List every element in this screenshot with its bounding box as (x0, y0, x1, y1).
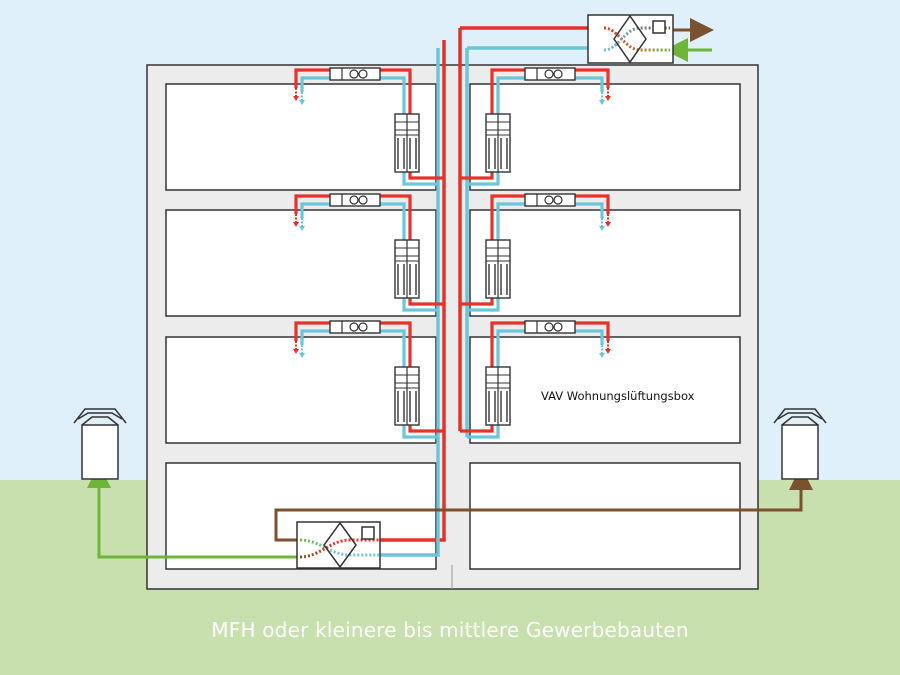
diagram-caption: MFH oder kleinere bis mittlere Gewerbeba… (211, 618, 689, 642)
heat-recovery-unit-icon (296, 521, 381, 569)
vav-box-icon (485, 113, 511, 173)
apartment-right-4 (469, 462, 741, 570)
riser-extract-left (380, 48, 440, 557)
outdoor-air-duct (87, 464, 297, 559)
air-terminal-icon (605, 214, 611, 227)
riser-supply-left (380, 40, 446, 542)
riser-supply-right (458, 26, 592, 431)
vav-box-icon (524, 67, 576, 81)
apartment-right-1 (469, 83, 741, 191)
vav-box-icon (485, 366, 511, 426)
apartment-right-2 (469, 209, 741, 317)
air-terminal-icon (605, 88, 611, 101)
vav-box-icon (394, 239, 420, 299)
vav-box-icon (329, 320, 381, 334)
vav-box-icon (485, 239, 511, 299)
floor-branches (293, 67, 611, 439)
apartment-right-3 (469, 336, 741, 444)
air-terminal-icon (599, 218, 605, 231)
vav-box-icon (394, 113, 420, 173)
air-terminal-icon (293, 88, 299, 101)
main-risers (380, 26, 592, 557)
air-intake-tower-icon (73, 408, 127, 480)
vav-box-icon (524, 193, 576, 207)
riser-extract-right (465, 46, 592, 437)
vav-box-icon (524, 320, 576, 334)
air-terminal-icon (299, 345, 305, 358)
air-terminal-icon (293, 341, 299, 354)
air-terminal-icon (605, 341, 611, 354)
air-intake-tower-icon (773, 408, 827, 480)
air-terminal-icon (599, 92, 605, 105)
heat-recovery-unit-icon (587, 14, 674, 64)
exhaust-air-duct (274, 466, 813, 542)
vav-box-icon (329, 193, 381, 207)
vav-box-icon (394, 366, 420, 426)
vav-box-label: VAV Wohnungslüftungsbox (541, 389, 695, 403)
vav-box-icon (329, 67, 381, 81)
air-terminal-icon (299, 92, 305, 105)
air-terminal-icon (599, 345, 605, 358)
air-terminal-icon (299, 218, 305, 231)
air-terminal-icon (293, 214, 299, 227)
